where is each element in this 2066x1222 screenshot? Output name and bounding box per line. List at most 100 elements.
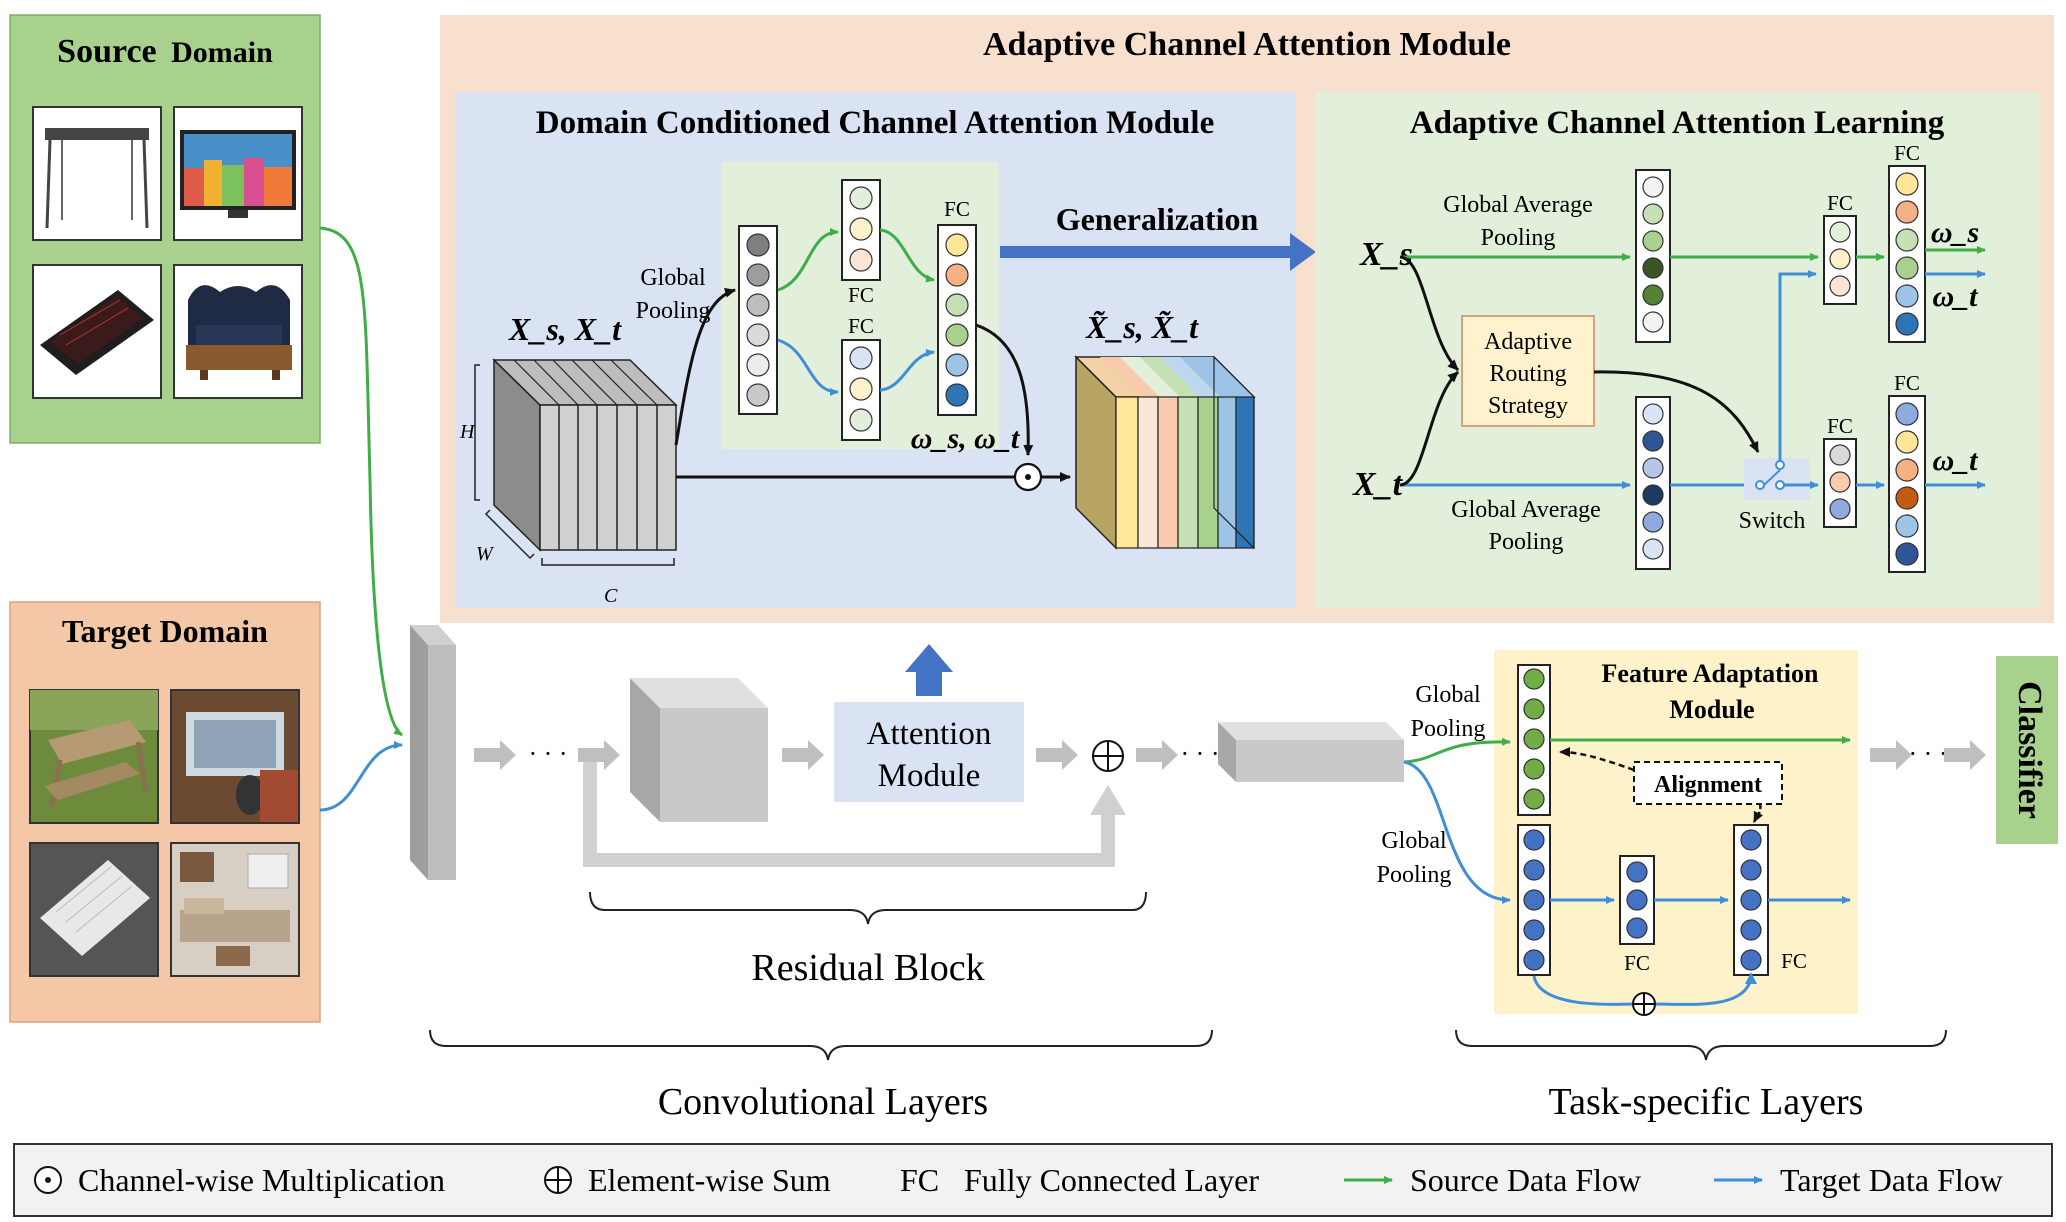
- fam-title-line1: Feature Adaptation: [1602, 659, 1819, 688]
- routing-line2: Routing: [1489, 361, 1566, 387]
- output-label: X̃_s, X̃_t: [1085, 309, 1199, 345]
- fam-sum-node: [1632, 992, 1656, 1016]
- acal-fc-bottom-small: [1823, 438, 1857, 528]
- attention-up-arrow: [905, 644, 953, 696]
- acal-panel: [1315, 92, 2040, 608]
- legend-mult-icon: [34, 1166, 62, 1194]
- target-input-flow: [319, 741, 403, 812]
- acal-title: Adaptive Channel Attention Learning: [1410, 105, 1945, 141]
- legend-fc-text: Fully Connected Layer: [964, 1162, 1259, 1198]
- dccam-weights-label: ω_s, ω_t: [911, 422, 1021, 455]
- acal-fc-bottom-large: [1888, 395, 1926, 573]
- switch-node: [1744, 458, 1810, 500]
- fam-target-vector: [1517, 824, 1551, 976]
- attention-module-line2: Module: [878, 758, 981, 794]
- alignment-box: [1633, 761, 1783, 805]
- source-image-tv: [173, 106, 303, 241]
- target-title: Target Domain: [62, 613, 268, 649]
- attention-module-box[interactable]: [834, 702, 1024, 802]
- xt-to-routing: [1399, 370, 1460, 487]
- task-layers-label: Task-specific Layers: [1549, 1081, 1864, 1123]
- fam-fc-large-label: FC: [1781, 949, 1807, 973]
- legend: Channel-wise Multiplication Element-wise…: [13, 1143, 2053, 1217]
- dccam-source-arrow-1: [777, 228, 839, 292]
- acal-gap-vector-bottom: [1635, 396, 1671, 570]
- omega-t-bottom-label: ω_t: [1932, 444, 1979, 477]
- acal-xt-label: X_t: [1352, 466, 1404, 503]
- output-feature-cube: [1074, 355, 1256, 550]
- omega-s-label: ω_s: [1931, 216, 1979, 249]
- conv-layers-brace: [429, 1029, 1213, 1061]
- fam-fc-small-label: FC: [1624, 951, 1650, 975]
- acam-title: Adaptive Channel Attention Module: [983, 26, 1511, 63]
- dim-h-brace: [474, 364, 480, 501]
- pool-arrow: [674, 287, 736, 446]
- dim-w-brace: [484, 509, 535, 560]
- routing-line1: Adaptive: [1484, 329, 1572, 355]
- fam-source-in: [1403, 737, 1511, 764]
- acal-fc-top-small: [1823, 215, 1857, 305]
- channel-mult-node: [1013, 462, 1043, 492]
- xs-to-routing: [1399, 255, 1460, 372]
- target-image-living-room: [170, 842, 300, 977]
- source-title-rest: Domain: [171, 36, 273, 69]
- legend-source-text: Source Data Flow: [1410, 1162, 1641, 1198]
- classifier-box: [1996, 656, 2058, 844]
- dim-w: W: [476, 543, 495, 565]
- switch-label: Switch: [1739, 508, 1806, 534]
- source-input-flow: [319, 226, 403, 737]
- grey-arrow-3: [782, 740, 824, 770]
- legend-fc-abbr: FC: [900, 1162, 939, 1198]
- ellipsis-2: · · ·: [1181, 739, 1220, 768]
- dccam-source-arrow-2: [879, 228, 935, 283]
- dim-h: H: [459, 421, 476, 443]
- dim-c: C: [604, 585, 618, 607]
- dccam-fc-bottom-label: FC: [848, 314, 874, 338]
- acal-fc-top-large-label: FC: [1894, 141, 1920, 165]
- weights-to-mult-arrow: [975, 323, 1034, 456]
- gap-bottom-line2: Pooling: [1489, 529, 1564, 555]
- gap-top-line2: Pooling: [1481, 225, 1556, 251]
- dccam-fc-weights-label: FC: [944, 197, 970, 221]
- skip-connection: [583, 762, 1115, 867]
- acal-xs-label: X_s: [1359, 236, 1413, 273]
- legend-sum-icon: [544, 1166, 572, 1194]
- dccam-title: Domain Conditioned Channel Attention Mod…: [536, 105, 1214, 141]
- dccam-target-arrow-2: [879, 348, 935, 392]
- acal-fc-top-small-label: FC: [1827, 191, 1853, 215]
- fam-pooling-1: Pooling: [1411, 716, 1486, 742]
- source-image-armchair: [173, 264, 303, 399]
- fam-fc-large: [1733, 824, 1769, 976]
- conv-layers-label: Convolutional Layers: [658, 1081, 988, 1123]
- fam-global-2: Global: [1381, 828, 1447, 854]
- grey-arrow-7: [1944, 740, 1986, 770]
- acal-gap-vector-top: [1635, 169, 1671, 343]
- svg-text:Source Domain: Source Domain: [57, 33, 273, 70]
- skip-arrow-head: [1090, 785, 1126, 815]
- classifier-label: Classifier: [2011, 681, 2048, 819]
- dccam-weights-vector: [937, 224, 977, 416]
- fam-sum-curve: [1532, 975, 1753, 1006]
- dccam-global-label: Global: [640, 265, 706, 291]
- fam-pooling-2: Pooling: [1377, 862, 1452, 888]
- switch-up-path: [1778, 270, 1817, 461]
- dccam-target-arrow-1: [777, 338, 839, 396]
- dccam-fc-top-label: FC: [848, 283, 874, 307]
- grey-arrow-4: [1036, 740, 1078, 770]
- feature-block: [1218, 722, 1404, 782]
- dccam-fc-top: [841, 179, 881, 281]
- source-title-bold: Source: [57, 33, 156, 70]
- first-conv-layer: [410, 625, 456, 880]
- acal-fc-bottom-large-label: FC: [1894, 371, 1920, 395]
- gap-bottom-line1: Global Average: [1451, 497, 1601, 523]
- alignment-to-source: [1559, 747, 1635, 772]
- fam-global-1: Global: [1415, 682, 1481, 708]
- dccam-pooling-label: Pooling: [636, 298, 711, 324]
- source-image-keyboard: [32, 264, 162, 399]
- grey-arrow-5: [1136, 740, 1178, 770]
- legend-target-text: Target Data Flow: [1780, 1162, 2003, 1198]
- dccam-fc-bottom: [841, 339, 881, 441]
- grey-arrow-2: [578, 740, 620, 770]
- grey-arrow-6: [1870, 740, 1912, 770]
